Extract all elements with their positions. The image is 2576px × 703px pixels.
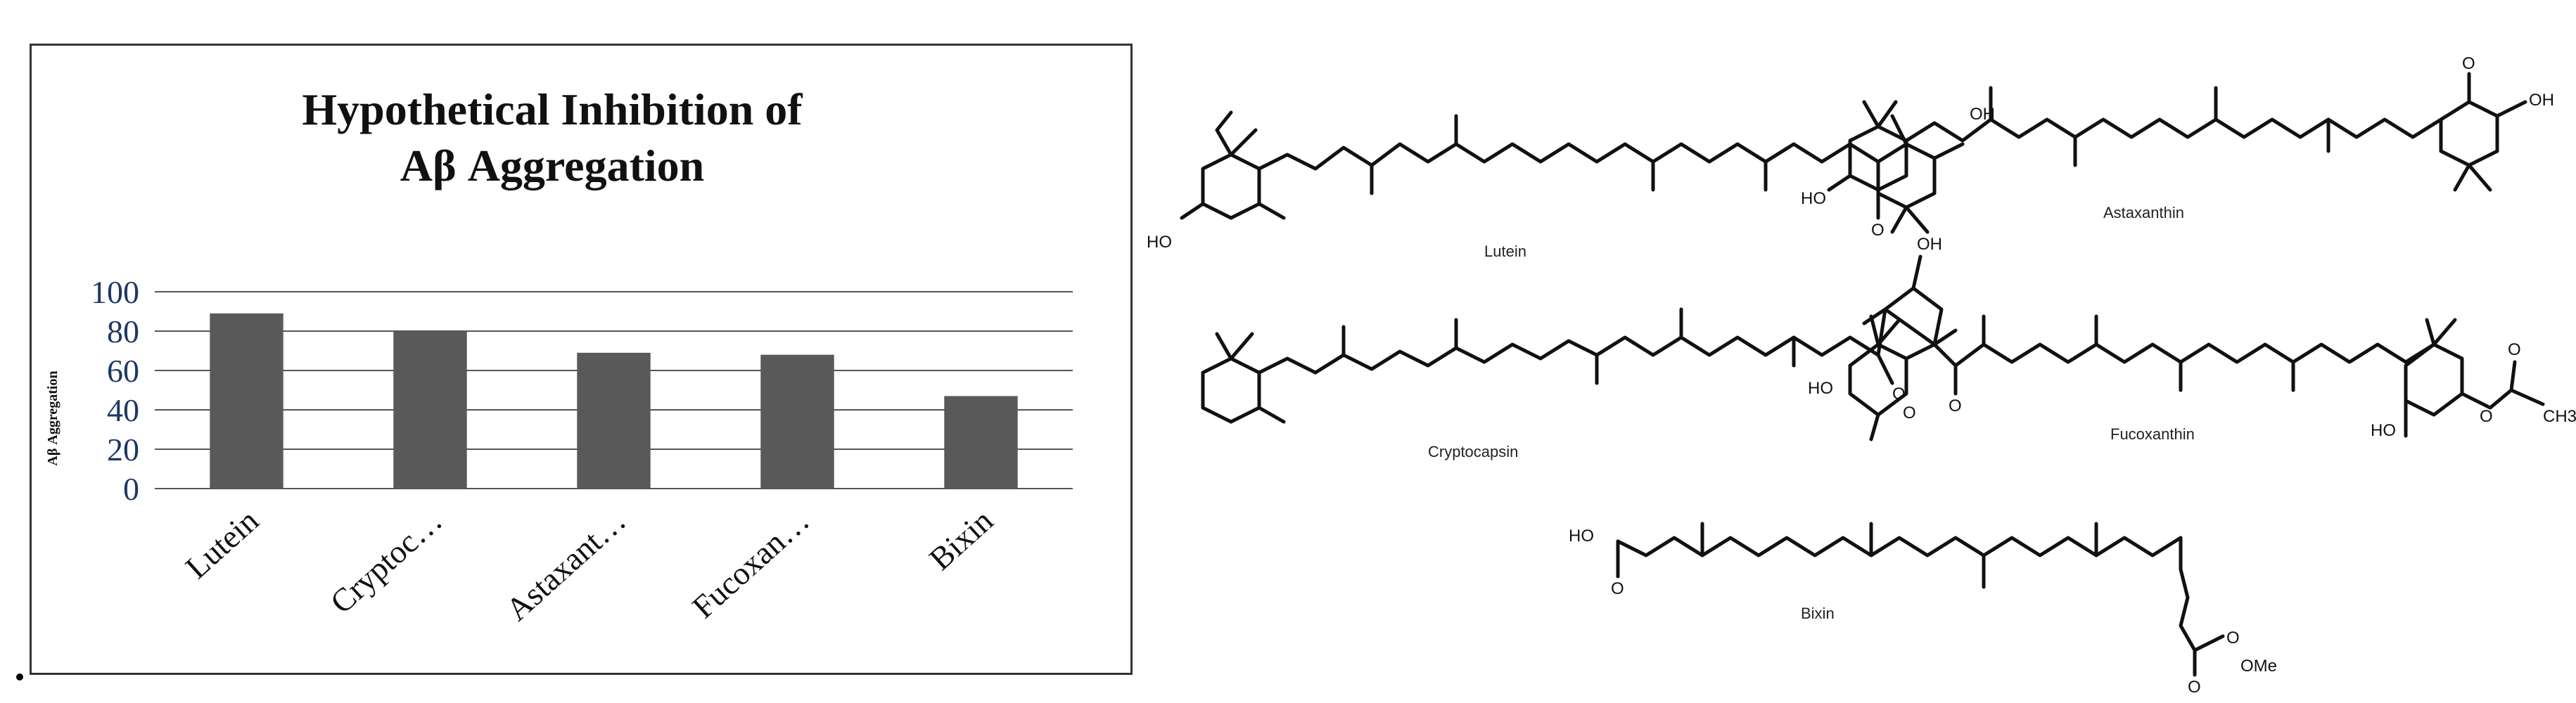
y-tick-label: 80 bbox=[107, 314, 139, 349]
fucoxanthin-carbonyl-o-label: O bbox=[2508, 340, 2521, 359]
cryptocapsin-structure: OH O Cryptocapsin bbox=[1201, 235, 1958, 460]
cryptocapsin-name: Cryptocapsin bbox=[1428, 443, 1518, 460]
bar-chart: Hypothetical Inhibition of Aβ Aggregatio… bbox=[45, 84, 1073, 628]
astaxanthin-ho-label: HO bbox=[1801, 189, 1826, 208]
x-tick-label: Fucoxan… bbox=[685, 503, 816, 626]
y-tick-label: 0 bbox=[123, 471, 139, 507]
cryptocapsin-oh-label: OH bbox=[1917, 235, 1942, 254]
bar-4 bbox=[944, 396, 1018, 489]
lutein-structure: OH HO Lutein bbox=[1147, 105, 1995, 260]
y-axis-label: Aβ Aggregation bbox=[45, 370, 60, 465]
bixin-acid-o-label: O bbox=[1611, 579, 1624, 598]
chart-title-line-1: Hypothetical Inhibition of bbox=[302, 84, 803, 134]
chart-panel: Hypothetical Inhibition of Aβ Aggregatio… bbox=[16, 44, 1133, 681]
y-tick-label: 40 bbox=[107, 392, 139, 428]
y-tick-label: 100 bbox=[91, 274, 139, 310]
astaxanthin-o-top-label: O bbox=[2462, 54, 2475, 73]
x-tick-label: Lutein bbox=[179, 503, 265, 586]
bixin-name: Bixin bbox=[1801, 605, 1835, 622]
bar-2 bbox=[577, 352, 651, 489]
bar-0 bbox=[210, 313, 283, 489]
fucoxanthin-ester-o-label: O bbox=[2480, 407, 2493, 426]
bar-1 bbox=[393, 331, 467, 489]
bullet-dot bbox=[16, 673, 23, 681]
bixin-ho-label: HO bbox=[1569, 527, 1594, 546]
bixin-ester-o-label: O bbox=[2226, 628, 2240, 647]
x-tick-labels: Lutein Cryptoc… Astaxant… Fucoxan… Bixin bbox=[179, 503, 1000, 628]
fucoxanthin-name: Fucoxanthin bbox=[2110, 425, 2195, 443]
x-tick-label: Bixin bbox=[922, 503, 1000, 577]
carotenoid-structures: OH HO Lutein O OH HO O Astaxanthin bbox=[1147, 54, 2576, 697]
y-tick-label: 60 bbox=[107, 353, 139, 389]
bixin-ome-label: OMe bbox=[2240, 657, 2277, 676]
astaxanthin-o-bottom-label: O bbox=[1871, 221, 1885, 240]
bixin-carbonyl-o-label: O bbox=[2188, 678, 2201, 697]
chart-title-line-2: Aβ Aggregation bbox=[400, 141, 705, 191]
lutein-ho-label: HO bbox=[1147, 233, 1172, 252]
lutein-name: Lutein bbox=[1484, 243, 1526, 260]
x-tick-label: Cryptoc… bbox=[324, 503, 449, 621]
bixin-structure: HO O O OMe O Bixin bbox=[1569, 522, 2277, 697]
fucoxanthin-ring-o-label: O bbox=[1903, 404, 1916, 423]
x-tick-label: Astaxant… bbox=[499, 503, 632, 628]
fucoxanthin-ho-label: HO bbox=[1808, 379, 1833, 398]
fucoxanthin-structure: HO O O HO O O CH3 Fucoxanthin bbox=[1808, 314, 2576, 443]
bar-3 bbox=[760, 354, 834, 489]
bars bbox=[210, 313, 1018, 489]
fucoxanthin-keto-o-label: O bbox=[1949, 396, 1962, 415]
astaxanthin-structure: O OH HO O Astaxanthin bbox=[1801, 54, 2554, 240]
astaxanthin-name: Astaxanthin bbox=[2103, 204, 2184, 221]
fucoxanthin-ch3-label: CH3 bbox=[2543, 407, 2576, 426]
y-tick-label: 20 bbox=[107, 432, 139, 467]
astaxanthin-oh-label: OH bbox=[2529, 91, 2554, 110]
fucoxanthin-ho2-label: HO bbox=[2371, 421, 2396, 440]
